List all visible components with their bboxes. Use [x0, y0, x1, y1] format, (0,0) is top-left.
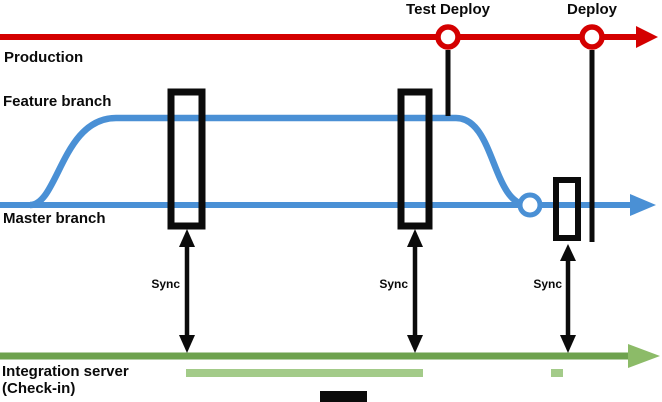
test-deploy-commit-node — [435, 24, 461, 50]
feature-branch-curve — [29, 114, 529, 209]
integration-highlight-bar — [186, 369, 423, 377]
test-box-3 — [553, 177, 581, 241]
test-box-1 — [167, 88, 206, 230]
integration-arrow-icon — [628, 344, 660, 368]
sync-arrow-1-up-icon — [179, 229, 195, 247]
test-deploy-label: Test Deploy — [406, 1, 490, 18]
deploy-label: Deploy — [566, 1, 617, 18]
sync-arrow-1-down-icon — [179, 335, 195, 353]
sync-arrow-3-down-icon — [560, 335, 576, 353]
feature-branch-label: Feature branch — [3, 93, 112, 110]
sync-arrow-3 — [560, 244, 576, 353]
sync-arrow-2-up-icon — [407, 229, 423, 247]
checkin-label: (Check-in) — [2, 380, 76, 397]
production-label: Production — [4, 49, 84, 66]
sync-arrow-1 — [179, 229, 195, 353]
merge-commit-node — [517, 192, 543, 218]
sync-label-3: Sync — [533, 277, 562, 291]
sync-label-2: Sync — [379, 277, 408, 291]
master-arrow-icon — [630, 194, 656, 216]
sync-arrow-3-up-icon — [560, 244, 576, 261]
clipped-caption — [320, 391, 367, 402]
deploy-commit-node — [579, 24, 605, 50]
sync-arrow-2-down-icon — [407, 335, 423, 353]
integration-server-label: Integration server — [2, 363, 129, 380]
sync-label-1: Sync — [151, 277, 180, 291]
test-box-2 — [397, 88, 433, 230]
master-branch-label: Master branch — [3, 210, 106, 227]
integration-highlight-mark — [551, 369, 563, 377]
production-arrow-icon — [636, 26, 658, 48]
sync-arrow-2 — [407, 229, 423, 353]
